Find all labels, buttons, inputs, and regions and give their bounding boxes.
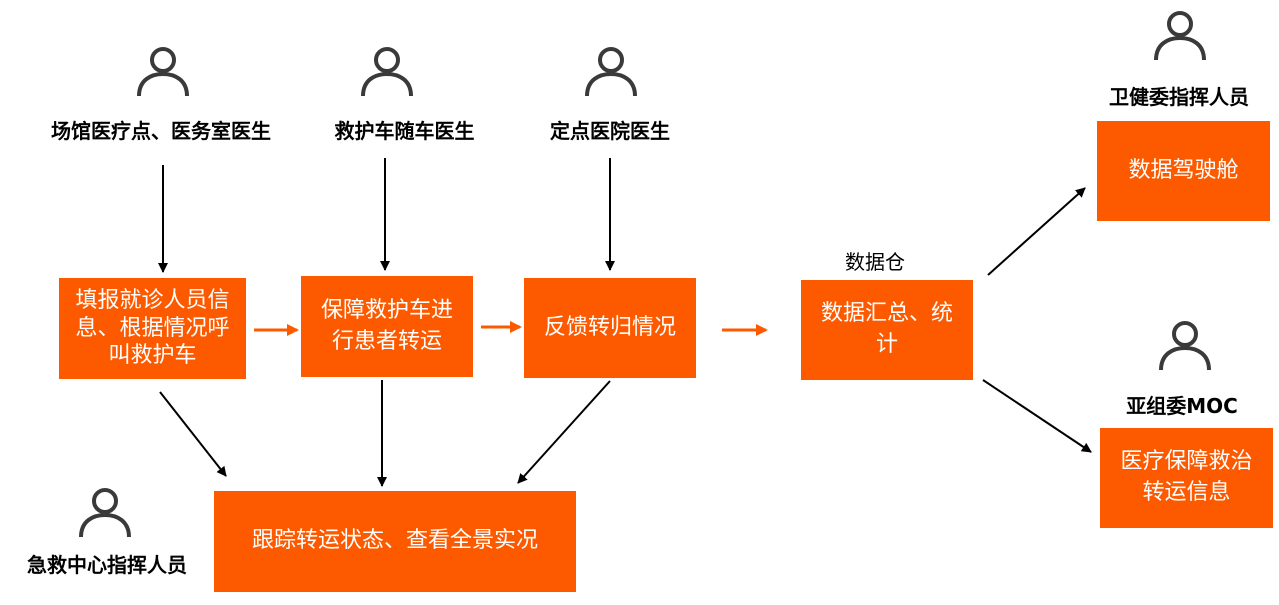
person-icon <box>1159 321 1211 371</box>
output-cockpit-box: 数据驾驶舱 <box>1097 121 1270 221</box>
actor-hospital-doctor: 定点医院医生 <box>550 119 670 143</box>
step-report-label: 填报就诊人员信息、根据情况呼叫救护车 <box>75 288 230 369</box>
actor-moc: 亚组委MOC <box>1126 394 1238 418</box>
warehouse-title: 数据仓 <box>845 250 905 274</box>
step-report-box: 填报就诊人员信息、根据情况呼叫救护车 <box>59 278 246 379</box>
step-track-box: 跟踪转运状态、查看全景实况 <box>214 491 576 592</box>
step-track-label: 跟踪转运状态、查看全景实况 <box>251 528 538 554</box>
person-icon <box>79 488 131 538</box>
person-icon <box>585 47 637 97</box>
output-cockpit-label: 数据驾驶舱 <box>1128 157 1239 183</box>
actor-emergency-commander: 急救中心指挥人员 <box>27 553 187 577</box>
step-feedback-label: 反馈转归情况 <box>543 314 676 340</box>
person-icon <box>1154 11 1206 61</box>
arrow-report-to-track <box>159 391 227 477</box>
step-transfer-label: 保障救护车进行患者转运 <box>320 297 453 354</box>
actor-health-commander: 卫健委指挥人员 <box>1109 85 1249 109</box>
step-transfer-box: 保障救护车进行患者转运 <box>301 276 473 377</box>
arrow-warehouse-to-transport-info <box>982 379 1092 453</box>
arrow-feedback-to-track <box>517 380 611 484</box>
arrow-warehouse-to-cockpit <box>987 187 1086 276</box>
warehouse-summary-label: 数据汇总、统计 <box>820 301 953 357</box>
actor-venue-doctor: 场馆医疗点、医务室医生 <box>51 119 271 143</box>
person-icon <box>361 47 413 97</box>
actor-ambulance-doctor: 救护车随车医生 <box>334 119 475 143</box>
person-icon <box>137 47 189 97</box>
output-transport-info-box: 医疗保障救治转运信息 <box>1100 428 1273 528</box>
warehouse-summary-box: 数据汇总、统计 <box>801 280 973 380</box>
step-feedback-box: 反馈转归情况 <box>524 278 696 378</box>
output-transport-info-label: 医疗保障救治转运信息 <box>1120 449 1253 505</box>
